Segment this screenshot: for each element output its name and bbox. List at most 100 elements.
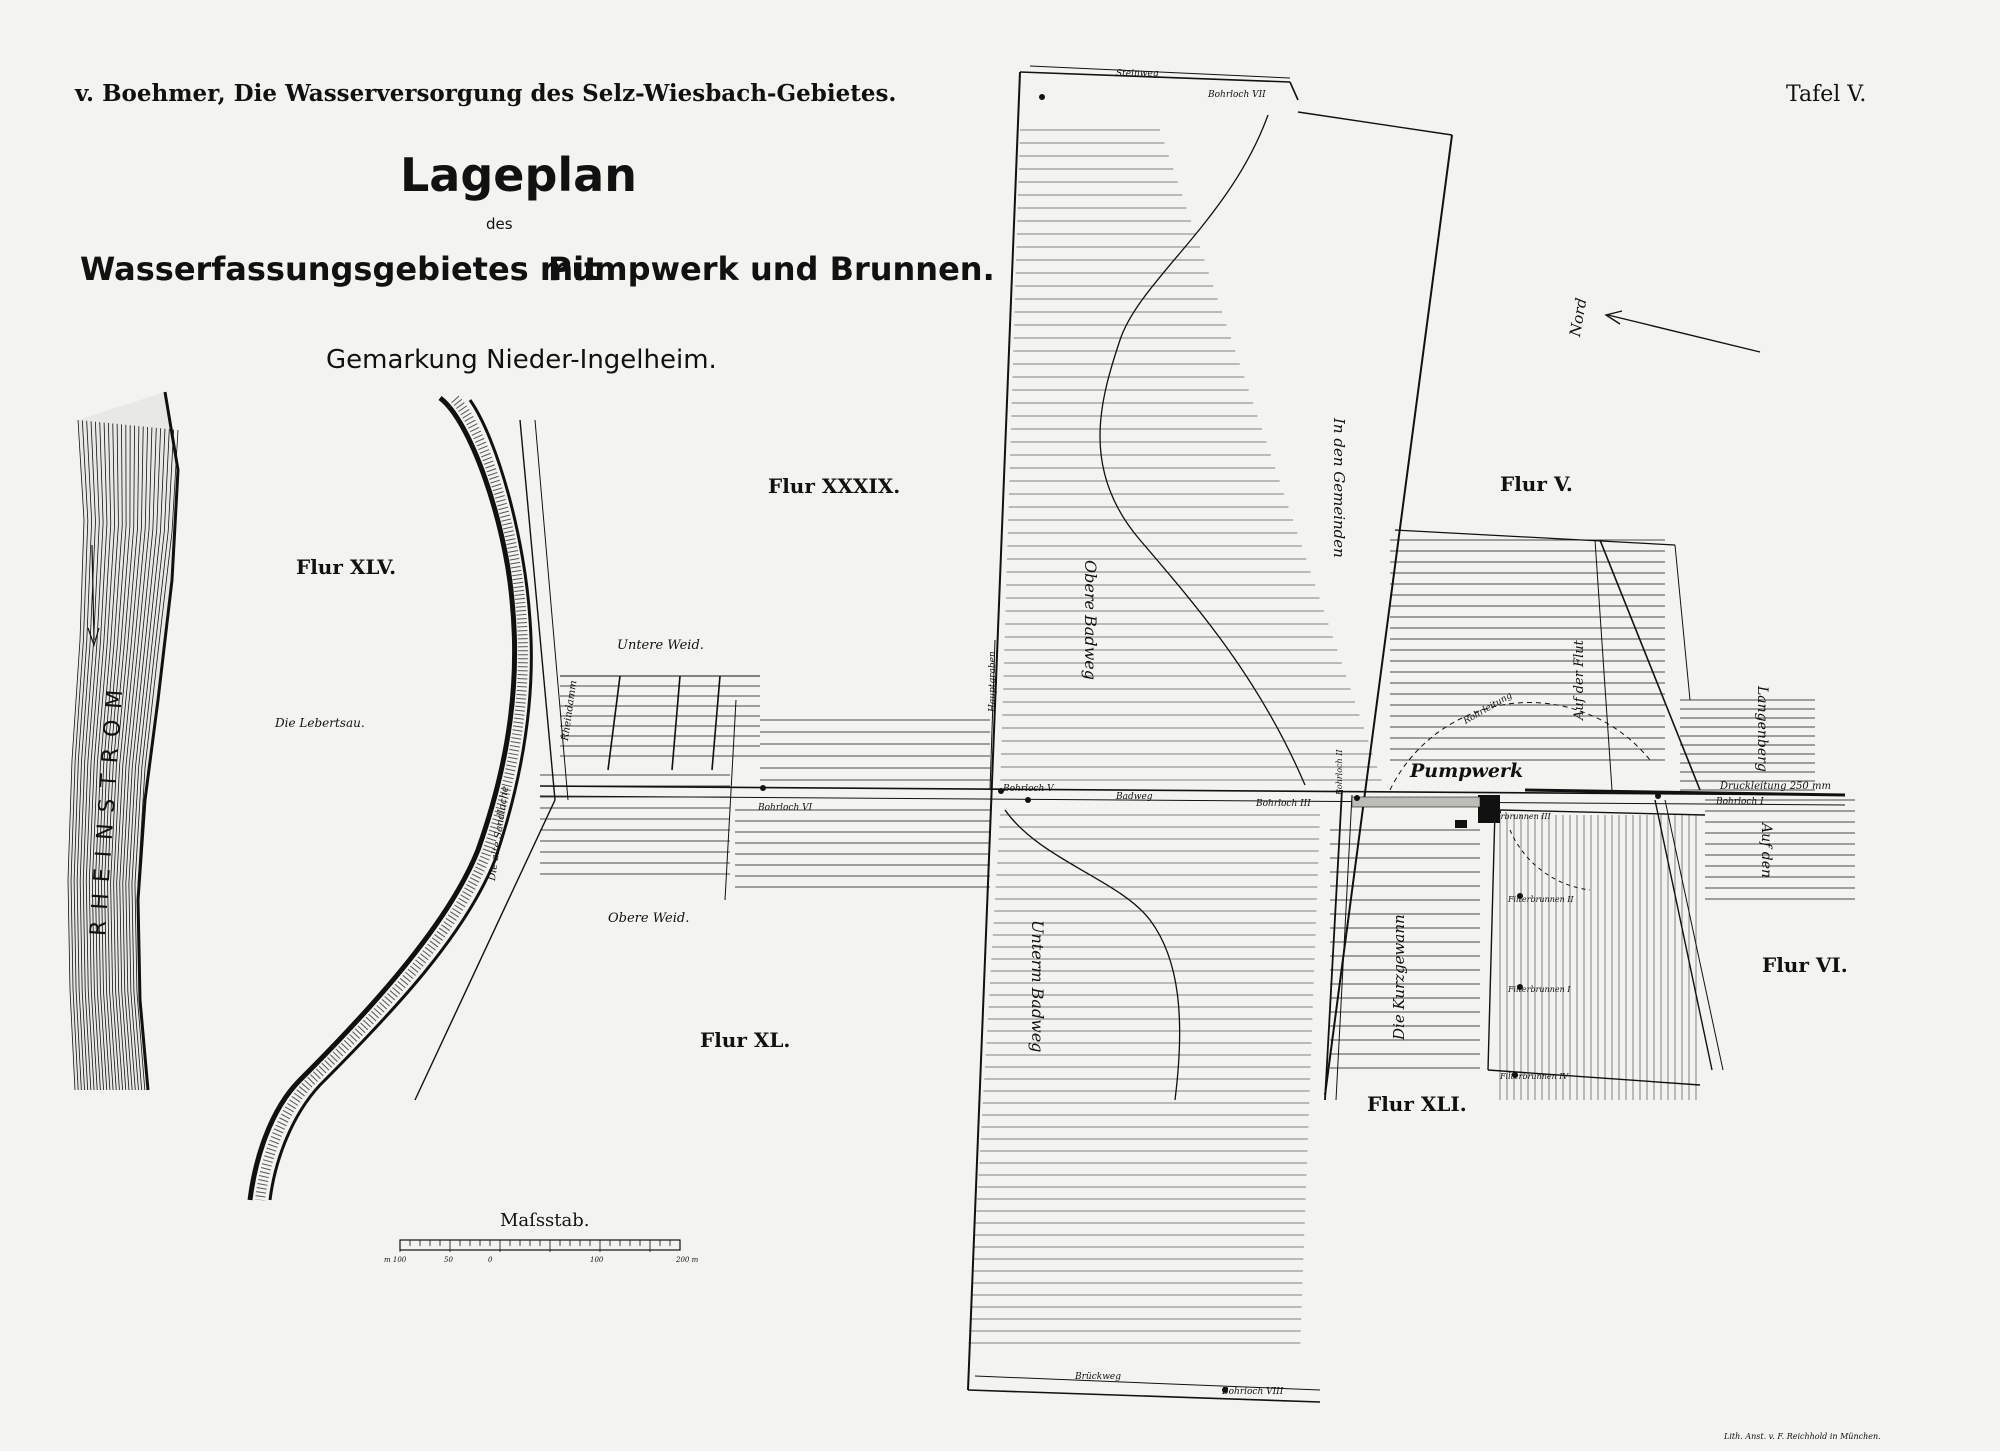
pipe-arc xyxy=(1389,702,1651,791)
river-body xyxy=(68,392,178,1090)
rheindamm-edge xyxy=(534,419,569,801)
flur-xxxix-label: Flur XXXIX. xyxy=(768,474,901,498)
scale-bar xyxy=(399,1239,681,1252)
north-arrow xyxy=(1604,310,1761,353)
obere-badweg-path xyxy=(1099,114,1306,786)
flur-xl-label: Flur XL. xyxy=(700,1028,791,1052)
plan-title-line3b: Pumpwerk und Brunnen. xyxy=(548,250,995,288)
filterbrunnen-iii-label: Filterbrunnen III xyxy=(1482,812,1551,821)
scale-tick-3: 100 xyxy=(590,1256,604,1264)
lithographer-imprint: Lith. Anst. v. F. Reichhold in München. xyxy=(1724,1432,1881,1441)
flur-xlv-label: Flur XLV. xyxy=(296,555,397,579)
scale-tick-0: m 100 xyxy=(384,1256,407,1264)
field-edge xyxy=(1394,529,1676,546)
scale-title: Maſsstab. xyxy=(500,1210,590,1231)
bohrloch-iii-label: Bohrloch III xyxy=(1256,799,1311,809)
untere-badweg-label: Unterm Badweg xyxy=(1028,920,1047,1053)
steinweg-label: Steinweg xyxy=(1116,69,1159,79)
bore-hole-dot xyxy=(1517,893,1523,899)
bore-hole-dot xyxy=(760,785,766,791)
flur-v-label: Flur V. xyxy=(1500,472,1573,496)
river-hatch-line xyxy=(98,424,123,1091)
boundary-lines xyxy=(414,65,1846,1403)
badweg xyxy=(539,785,1846,796)
hauptgraben-edge xyxy=(1335,794,1353,1101)
steinweg-edge xyxy=(1029,65,1291,79)
plate-number: Tafel V. xyxy=(1786,82,1867,107)
field-edge xyxy=(724,699,737,901)
scale-tick-1: 50 xyxy=(444,1256,453,1264)
brueckweg-edge xyxy=(974,1375,1321,1391)
bore-hole-dot xyxy=(1222,1387,1228,1393)
bore-hole-dot xyxy=(998,788,1004,794)
bohrloch-i-label: Bohrloch I xyxy=(1716,797,1764,807)
river-hatch-line xyxy=(134,429,175,1091)
auf-den-label: Auf den xyxy=(1758,823,1774,879)
filterbrunnen-i-label: Filterbrunnen I xyxy=(1508,985,1571,994)
field-path xyxy=(1654,799,1713,1071)
untere-weid-label: Untere Weid. xyxy=(617,638,704,653)
river-hatch-line xyxy=(88,423,112,1091)
field-path-edge xyxy=(1664,799,1724,1071)
bore-hole-dot xyxy=(1655,793,1661,799)
alte-sandlache-channel xyxy=(247,395,533,1201)
header-title: v. Boehmer, Die Wasserversorgung des Sel… xyxy=(75,80,897,107)
river-hatch-line xyxy=(122,427,157,1091)
corridor-east-edge xyxy=(1324,134,1453,1096)
river-hatch-line xyxy=(73,420,93,1091)
river-hatch-line xyxy=(128,428,166,1091)
ditch xyxy=(671,675,681,771)
bohrloch-viii-label: Bohrloch VIII xyxy=(1222,1387,1284,1397)
north-field-edge xyxy=(1297,111,1453,136)
bore-hole-dot xyxy=(1039,94,1045,100)
ditch xyxy=(607,675,621,771)
filterbrunnen-ii-label: Filterbrunnen II xyxy=(1508,895,1574,904)
plan-subtitle: Gemarkung Nieder-Ingelheim. xyxy=(326,345,717,375)
flur-xli-label: Flur XLI. xyxy=(1367,1092,1467,1116)
badweg-label: Badweg xyxy=(1116,792,1153,802)
river-hatch-line xyxy=(94,423,119,1091)
hauptgraben-north xyxy=(989,639,996,791)
druckleitung-label: Druckleitung 250 mm xyxy=(1720,781,1831,792)
bohrloch-v-label: Bohrloch V xyxy=(1003,784,1054,794)
sandlache-east-bank xyxy=(268,399,533,1201)
river-hatch-line xyxy=(76,421,96,1091)
untere-badweg-path xyxy=(1004,809,1181,1101)
rheindamm-south xyxy=(414,799,556,1101)
bore-hole-dot xyxy=(1495,809,1501,815)
river-hatch-line xyxy=(79,421,100,1091)
langenberg-label: Langenberg xyxy=(1754,686,1770,772)
rheindamm xyxy=(519,419,556,801)
corridor-west-edge xyxy=(967,71,1021,1391)
plan-title: Lageplan xyxy=(400,148,637,202)
pipe-arc xyxy=(1509,829,1591,891)
field-edge xyxy=(1674,544,1691,701)
rhine-river xyxy=(67,391,180,1091)
parcel-strips xyxy=(540,129,1855,1344)
flow-arrow xyxy=(91,544,95,641)
river-hatch-line xyxy=(67,419,85,1091)
north-arrow-shaft xyxy=(1607,314,1761,353)
druckleitung xyxy=(1524,788,1846,797)
north-arrowhead xyxy=(1604,310,1623,325)
river-east-bank xyxy=(136,391,180,1091)
field-path xyxy=(1599,539,1701,791)
steinweg-bend xyxy=(1289,81,1299,101)
brueckweg-label: Brückweg xyxy=(1075,1372,1121,1382)
river-hatch-line xyxy=(85,422,108,1091)
obere-weid-label: Obere Weid. xyxy=(608,911,690,926)
river-hatch-line xyxy=(104,425,131,1091)
bohrloch-vi-label: Bohrloch VI xyxy=(758,803,813,813)
river-hatch-line xyxy=(125,428,162,1091)
flut-label: Auf der Flut xyxy=(1572,640,1587,720)
river-hatch-line xyxy=(82,422,104,1091)
river-hatch-line xyxy=(101,424,127,1091)
bohrloch-vii-label: Bohrloch VII xyxy=(1208,90,1266,100)
gemeinden-label: In den Gemeinden xyxy=(1330,418,1348,558)
bore-hole-dot xyxy=(1354,795,1360,801)
bore-hole-dot xyxy=(1512,1072,1518,1078)
suction-pipe xyxy=(1351,796,1481,808)
engine-shed xyxy=(1455,820,1467,828)
